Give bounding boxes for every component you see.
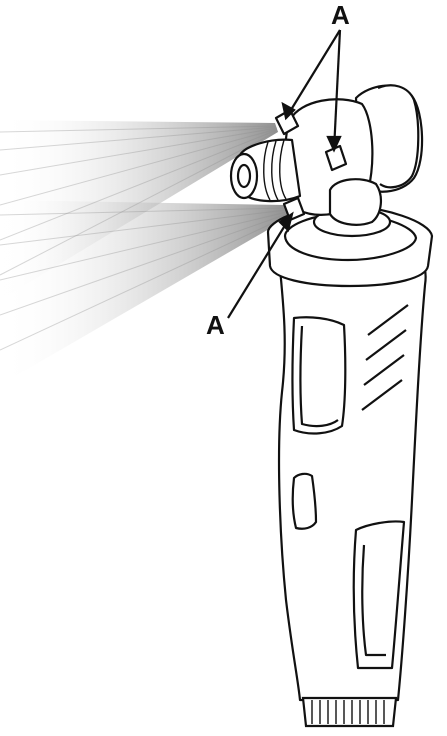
leader-top-right xyxy=(332,29,342,151)
spray-plume-lower xyxy=(0,200,288,385)
nozzle-rings xyxy=(263,139,287,201)
leader-bottom xyxy=(227,213,293,319)
device-handle xyxy=(276,246,427,702)
grip-ridge-2 xyxy=(365,329,407,361)
arrowhead-top-left xyxy=(281,101,296,121)
callout-label-top: A xyxy=(331,0,350,30)
base-knob xyxy=(301,696,398,728)
base-knob-teeth xyxy=(311,700,385,724)
device-head xyxy=(229,84,424,226)
bottom-jet-mount xyxy=(282,196,306,222)
callout-label-bottom: A xyxy=(206,310,225,340)
head-rear-cap xyxy=(377,84,420,189)
leader-top-left xyxy=(285,29,341,119)
side-trigger-inner xyxy=(299,325,339,428)
callout-leaders xyxy=(227,29,342,319)
lower-grip-panel xyxy=(352,520,406,670)
nozzle-tip-inner xyxy=(236,163,252,189)
spray-plume-group xyxy=(0,120,289,385)
grip-ridge-3 xyxy=(363,354,405,386)
grip-ridge-1 xyxy=(367,304,409,336)
switch-slot xyxy=(291,472,318,530)
spray-streaks xyxy=(0,125,289,351)
base-knob-body xyxy=(301,696,398,728)
head-swivel-joint xyxy=(328,178,382,226)
top-collar xyxy=(266,204,434,288)
lower-grip-panel-inner xyxy=(361,544,386,657)
arrowhead-bottom xyxy=(278,211,294,233)
grip-ridge-4 xyxy=(361,379,403,411)
arrowhead-top-right xyxy=(326,135,342,153)
side-trigger xyxy=(291,316,347,435)
